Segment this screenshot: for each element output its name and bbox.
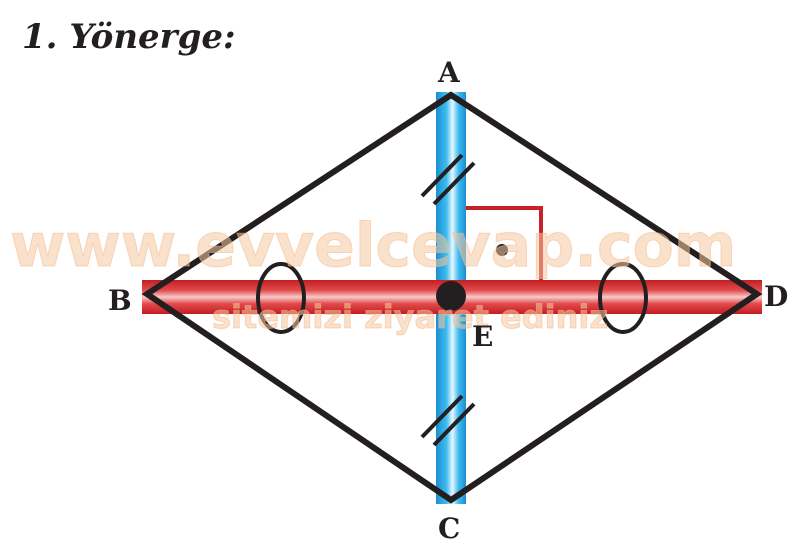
vertex-label-b: B — [108, 284, 132, 317]
equal-segment-mark-be — [256, 262, 306, 334]
watermark-site: www.evvelcevap.com — [10, 211, 736, 281]
vertex-label-a: A — [437, 56, 461, 89]
rhombus-outline — [141, 91, 763, 504]
right-angle-marker — [466, 206, 543, 281]
equal-segment-marks-ec — [420, 394, 476, 447]
vertex-label-d: D — [764, 280, 788, 313]
vertex-label-e: E — [472, 320, 493, 353]
right-angle-dot — [496, 244, 508, 256]
vertex-label-c: C — [438, 512, 460, 545]
watermark-visit: sitemizi ziyaret ediniz — [212, 298, 608, 336]
equal-segment-mark-ed — [598, 262, 648, 334]
equal-segment-marks-ae — [420, 153, 476, 206]
instruction-heading: 1. Yönerge: — [22, 17, 236, 57]
intersection-point-e — [436, 281, 466, 311]
